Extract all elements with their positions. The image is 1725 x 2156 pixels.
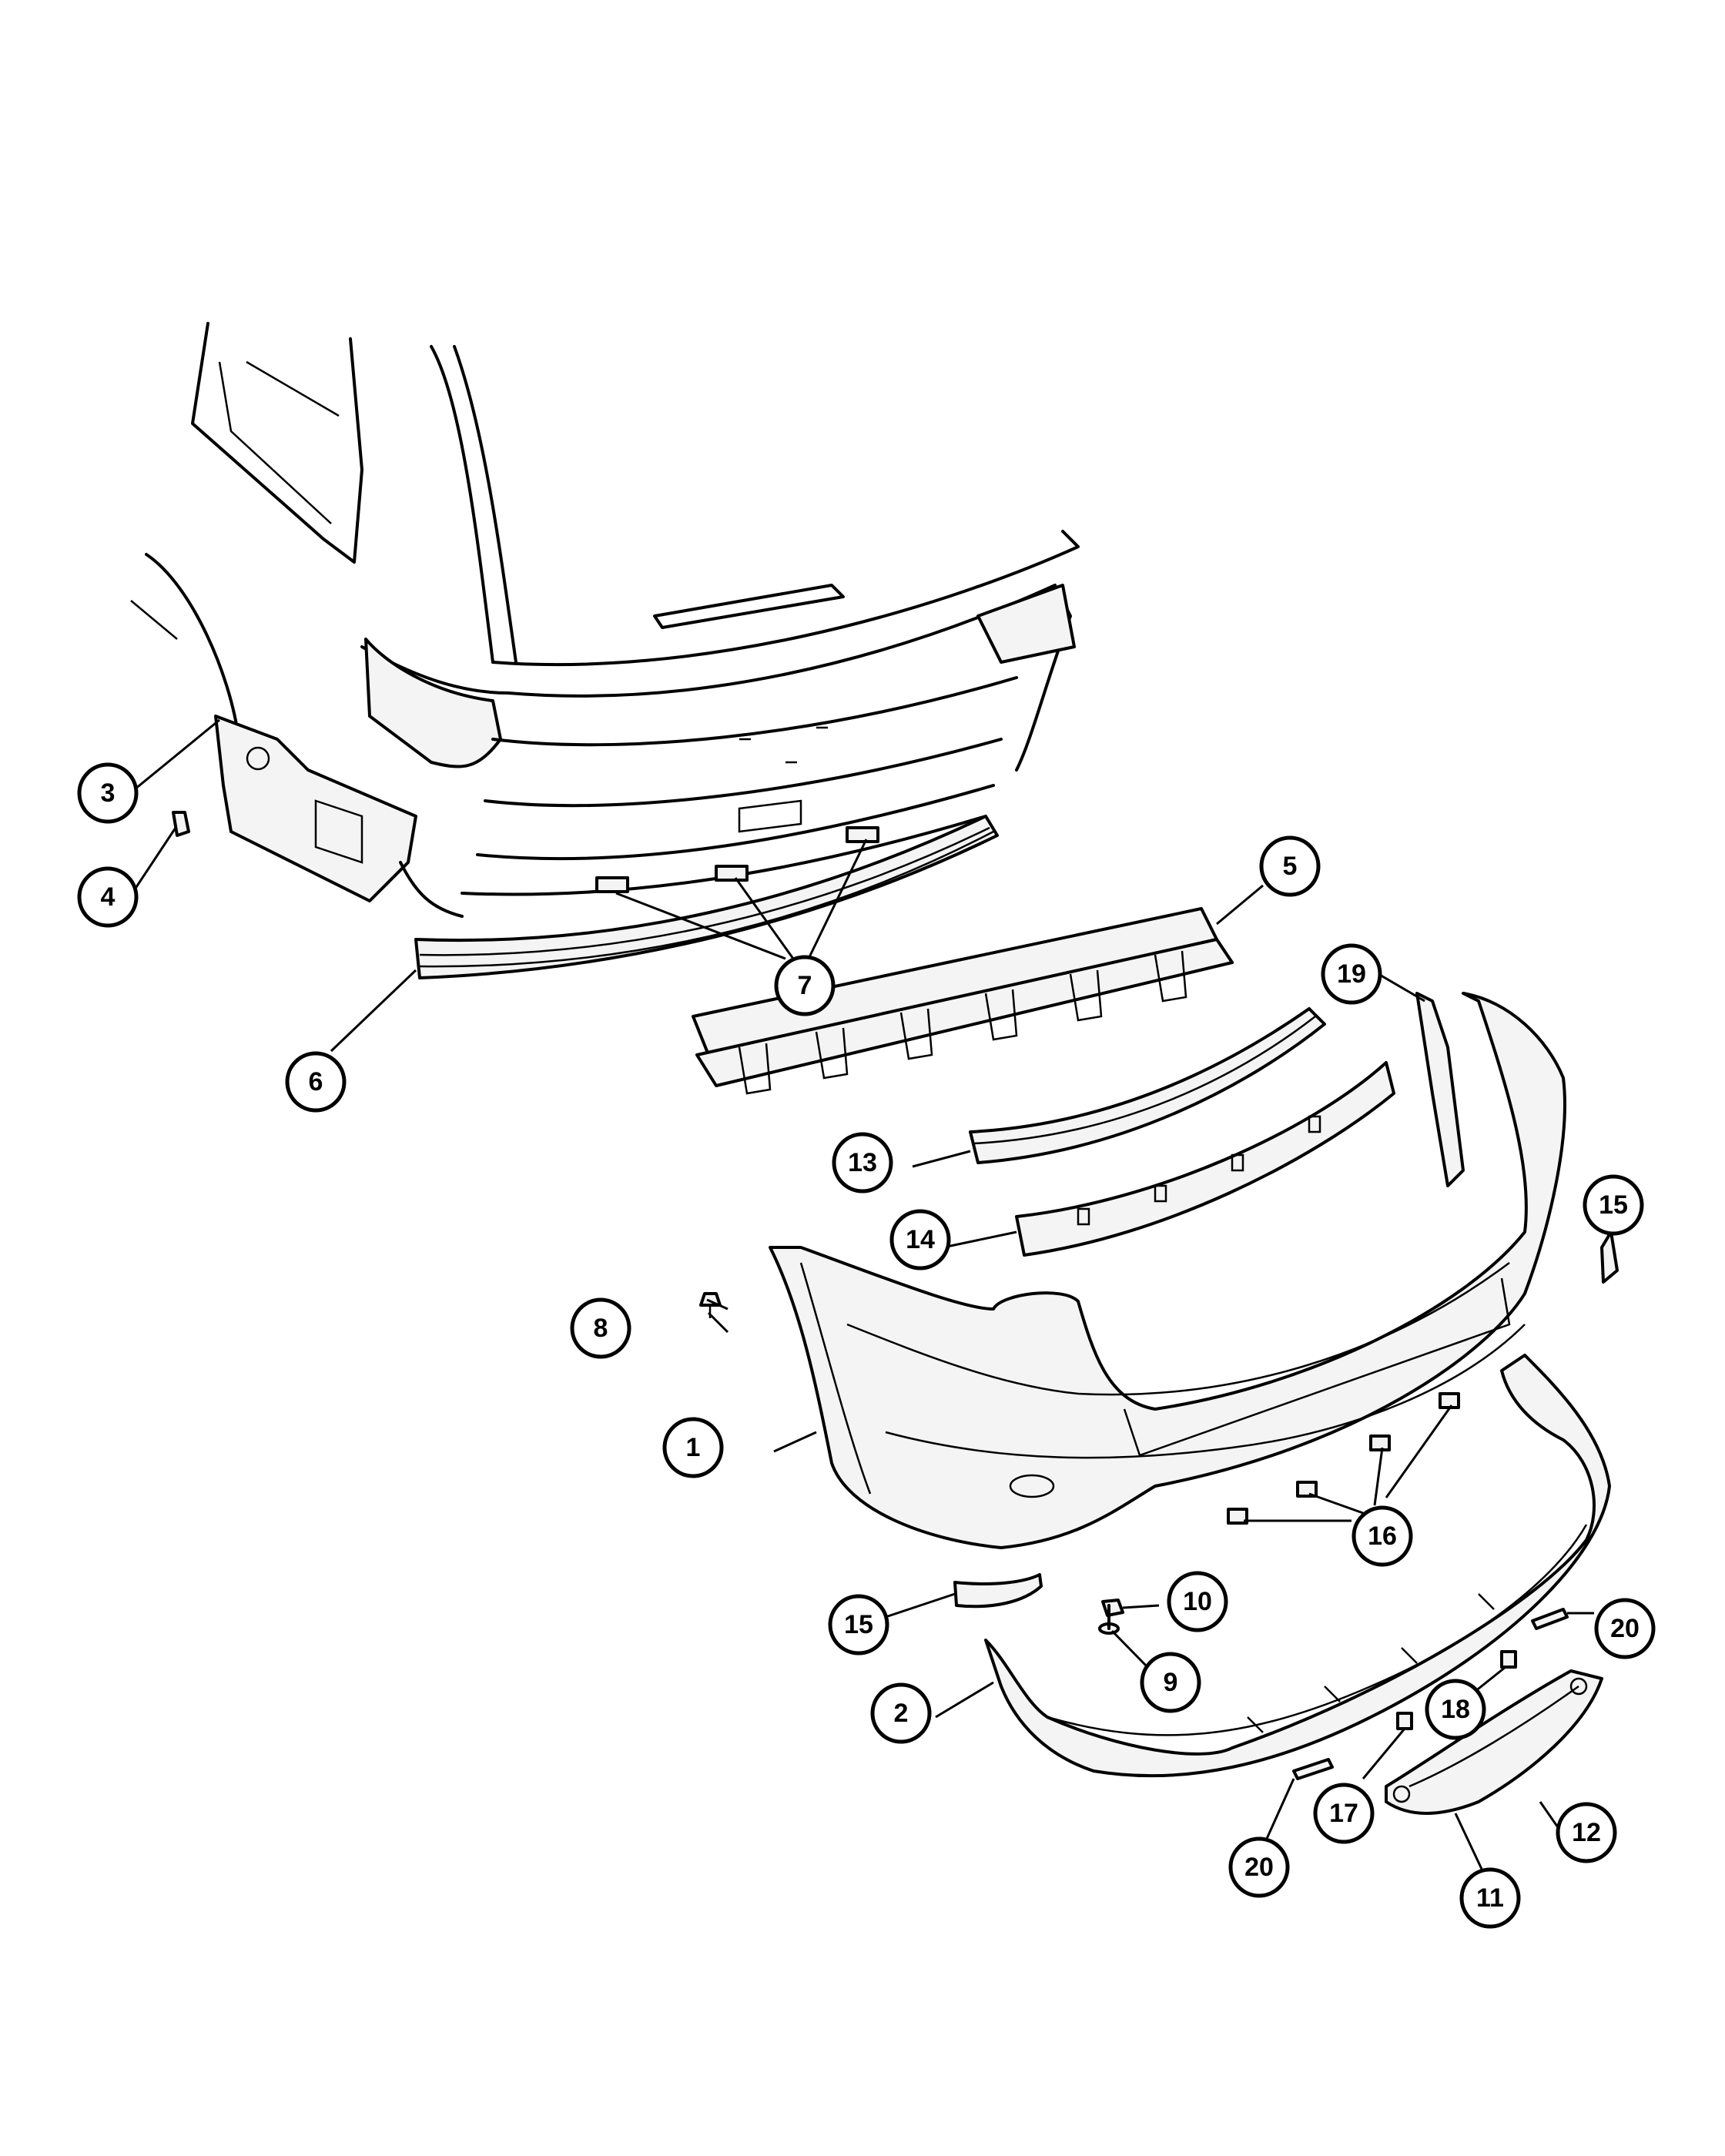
leader-lines bbox=[133, 718, 1615, 1880]
callout-15-lower-label: 15 bbox=[844, 1610, 873, 1639]
callout-11: 11 bbox=[1459, 1867, 1521, 1929]
part-2-lower-valance bbox=[984, 1354, 1611, 1778]
callout-3: 3 bbox=[77, 762, 139, 824]
vehicle-rear-body bbox=[130, 322, 1080, 918]
callout-15-lower: 15 bbox=[828, 1594, 889, 1656]
callout-18: 18 bbox=[1425, 1679, 1486, 1740]
callout-11-label: 11 bbox=[1476, 1883, 1504, 1913]
callout-7: 7 bbox=[774, 955, 836, 1016]
callout-9-label: 9 bbox=[1164, 1668, 1178, 1697]
callout-17-label: 17 bbox=[1329, 1799, 1358, 1828]
part-1-bumper-fascia bbox=[769, 992, 1566, 1549]
callout-16: 16 bbox=[1352, 1505, 1413, 1567]
callout-3-label: 3 bbox=[101, 778, 116, 808]
callout-18-label: 18 bbox=[1441, 1695, 1470, 1724]
callout-19-label: 19 bbox=[1337, 959, 1366, 989]
callout-2-label: 2 bbox=[894, 1699, 909, 1728]
callout-16-label: 16 bbox=[1368, 1522, 1397, 1551]
part-13-trim-strip bbox=[969, 1007, 1326, 1164]
callout-15-upper-label: 15 bbox=[1599, 1190, 1628, 1220]
callout-1: 1 bbox=[662, 1417, 724, 1478]
callout-12-label: 12 bbox=[1572, 1818, 1601, 1847]
callout-10-label: 10 bbox=[1183, 1587, 1212, 1616]
part-5-energy-absorber bbox=[692, 907, 1234, 1095]
part-7-clips bbox=[595, 826, 879, 893]
part-19-side-bracket bbox=[1415, 992, 1465, 1187]
part-6-rear-beam bbox=[414, 815, 999, 979]
callout-20-right: 20 bbox=[1594, 1598, 1656, 1659]
small-fasteners bbox=[172, 811, 1619, 1780]
callout-6-label: 6 bbox=[309, 1067, 323, 1096]
callout-1-label: 1 bbox=[686, 1433, 701, 1462]
callout-17: 17 bbox=[1313, 1783, 1375, 1844]
callout-8-label: 8 bbox=[594, 1314, 608, 1343]
callout-20-right-label: 20 bbox=[1610, 1614, 1640, 1643]
callout-12: 12 bbox=[1556, 1802, 1617, 1863]
callout-2: 2 bbox=[870, 1682, 932, 1744]
part-14-retainer-bracket bbox=[1015, 1061, 1395, 1257]
callout-20-lower: 20 bbox=[1228, 1836, 1290, 1898]
callout-10: 10 bbox=[1167, 1571, 1228, 1632]
callout-19: 19 bbox=[1321, 943, 1382, 1005]
callout-8: 8 bbox=[570, 1297, 631, 1359]
callout-7-label: 7 bbox=[798, 971, 812, 1000]
callout-9: 9 bbox=[1140, 1652, 1201, 1713]
callout-6: 6 bbox=[285, 1051, 347, 1113]
callout-4: 4 bbox=[77, 866, 139, 928]
callout-5-label: 5 bbox=[1283, 852, 1298, 881]
callout-13: 13 bbox=[832, 1132, 893, 1194]
callout-4-label: 4 bbox=[101, 882, 116, 912]
callout-14-label: 14 bbox=[906, 1225, 935, 1254]
callout-13-label: 13 bbox=[848, 1148, 877, 1177]
callout-15-upper: 15 bbox=[1583, 1174, 1644, 1236]
callout-20-lower-label: 20 bbox=[1244, 1853, 1274, 1882]
callout-14: 14 bbox=[889, 1209, 951, 1270]
callout-5: 5 bbox=[1259, 835, 1321, 897]
callouts: 1 2 3 4 5 6 7 8 9 10 11 12 13 14 15 15 1… bbox=[77, 762, 1656, 1929]
